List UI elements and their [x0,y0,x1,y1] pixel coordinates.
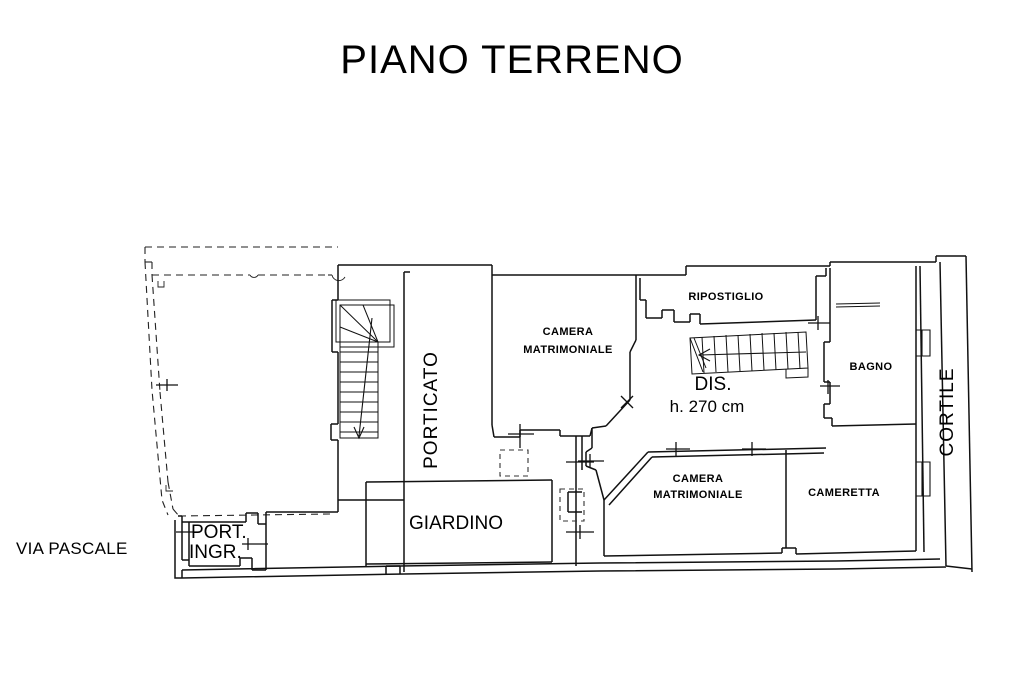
staircase-right [689,331,809,379]
building-perimeter-wall [174,255,973,579]
room-label-bagno: BAGNO [850,361,893,373]
page-title: PIANO TERRENO [340,38,684,82]
room-label-giardino: GIARDINO [409,513,503,534]
staircase-left [335,299,395,440]
bedroom-north-walls [491,275,637,448]
property-boundary-dashed [144,246,346,517]
hallway-walls [578,428,827,506]
room-label-ripostiglio: RIPOSTIGLIO [688,291,763,303]
pillar-markers [499,449,585,522]
central-partition-wall [566,436,594,566]
room-label-portico-ingresso-line2: INGR. [189,542,242,563]
bathroom-walls [820,266,917,427]
room-label-camera-matrimoniale-sud-line1: CAMERA [673,473,724,485]
porticato-walls [266,265,410,572]
room-label-porticato: PORTICATO [421,351,442,469]
room-label-disimpegno-height: h. 270 cm [670,397,745,416]
entrance-portico-walls [176,512,268,571]
storage-room-walls [639,268,830,330]
room-label-disimpegno: DIS. [695,374,732,395]
room-label-camera-matrimoniale-nord-line1: CAMERA [543,326,594,338]
room-label-cameretta: CAMERETTA [808,487,880,499]
courtyard-walls [916,265,931,553]
garden-walls [365,479,553,574]
room-label-cortile: CORTILE [937,367,958,456]
room-label-portico-ingresso-line1: PORT. [191,522,247,543]
room-label-camera-matrimoniale-sud-line2: MATRIMONIALE [653,489,743,501]
bedroom-south-walls [603,424,917,557]
street-label-via-pascale: VIA PASCALE [16,539,128,558]
room-label-camera-matrimoniale-nord-line2: MATRIMONIALE [523,344,613,356]
